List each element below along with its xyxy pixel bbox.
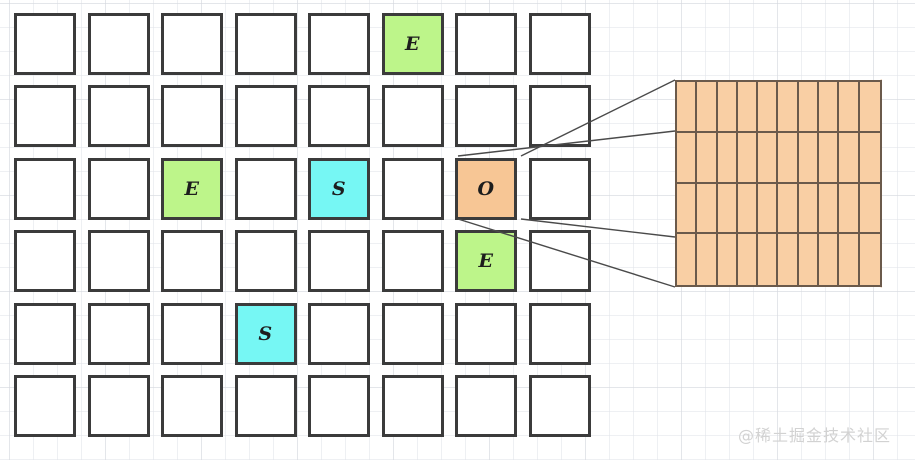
grid-cell-empty-r5c2[interactable] bbox=[161, 375, 223, 437]
zoom-subcell-r1c5 bbox=[778, 132, 799, 184]
zoom-subcell-r2c1 bbox=[697, 183, 718, 235]
grid-cell-empty-r4c0[interactable] bbox=[14, 302, 76, 365]
grid-cell-empty-r1c1[interactable] bbox=[87, 85, 150, 148]
zoom-subcell-r0c3 bbox=[737, 82, 759, 133]
grid-cell-label: S bbox=[331, 177, 347, 200]
grid-cell-empty-r5c1[interactable] bbox=[87, 375, 150, 437]
grid-cell-empty-r1c2[interactable] bbox=[161, 85, 223, 148]
grid-cell-label: O bbox=[477, 177, 495, 200]
grid-cell-empty-r2c7[interactable] bbox=[528, 157, 591, 220]
grid-cell-empty-r1c3[interactable] bbox=[234, 85, 297, 148]
zoom-subcell-r1c9 bbox=[859, 132, 880, 184]
zoom-subcell-r1c3 bbox=[737, 132, 759, 184]
grid-cell-empty-r3c7[interactable] bbox=[528, 230, 591, 293]
grid-cell-e-r0c5[interactable]: E bbox=[381, 13, 444, 75]
grid-cell-empty-r3c0[interactable] bbox=[14, 230, 76, 293]
grid-cell-empty-r0c2[interactable] bbox=[161, 13, 223, 75]
grid-cell-empty-r2c3[interactable] bbox=[234, 157, 297, 220]
grid-cell-label: E bbox=[184, 177, 200, 200]
zoom-subcell-r0c4 bbox=[758, 82, 779, 133]
grid-cell-empty-r5c4[interactable] bbox=[308, 375, 370, 437]
grid-cell-empty-r1c5[interactable] bbox=[381, 85, 444, 148]
zoom-subcell-r0c0 bbox=[677, 82, 698, 133]
zoom-subcell-r3c9 bbox=[859, 234, 880, 285]
grid-cell-empty-r5c7[interactable] bbox=[528, 375, 591, 437]
zoom-subcell-r0c8 bbox=[839, 82, 860, 133]
grid-cell-empty-r1c0[interactable] bbox=[14, 85, 76, 148]
grid-cell-empty-r0c0[interactable] bbox=[14, 13, 76, 75]
zoom-subcell-r2c8 bbox=[839, 183, 860, 235]
zoom-subcell-r1c0 bbox=[677, 132, 698, 184]
grid-cell-empty-r5c3[interactable] bbox=[234, 375, 297, 437]
grid-cell-empty-r0c6[interactable] bbox=[455, 13, 517, 75]
grid-cell-empty-r4c2[interactable] bbox=[161, 302, 223, 365]
grid-cell-empty-r1c6[interactable] bbox=[455, 85, 517, 148]
zoom-subcell-r2c5 bbox=[778, 183, 799, 235]
zoom-subcell-r2c9 bbox=[859, 183, 880, 235]
zoom-subcell-r0c1 bbox=[697, 82, 718, 133]
grid-cell-empty-r0c1[interactable] bbox=[87, 13, 150, 75]
zoom-subcell-r3c5 bbox=[778, 234, 799, 285]
zoom-subcell-r1c1 bbox=[697, 132, 718, 184]
grid-cell-o-r2c6[interactable]: O bbox=[455, 157, 517, 220]
zoom-subcell-r2c4 bbox=[758, 183, 779, 235]
zoom-subcell-r3c6 bbox=[798, 234, 820, 285]
zoom-subcell-r3c2 bbox=[717, 234, 738, 285]
zoom-subcell-r3c8 bbox=[839, 234, 860, 285]
grid-cell-empty-r2c0[interactable] bbox=[14, 157, 76, 220]
grid-cell-empty-r1c4[interactable] bbox=[308, 85, 370, 148]
grid-cell-empty-r1c7[interactable] bbox=[528, 85, 591, 148]
zoom-subcell-r1c6 bbox=[798, 132, 820, 184]
watermark-text: @稀土掘金技术社区 bbox=[737, 426, 891, 445]
grid-cell-s-r4c3[interactable]: S bbox=[234, 302, 297, 365]
grid-cell-empty-r2c5[interactable] bbox=[381, 157, 444, 220]
zoom-subcell-r3c7 bbox=[819, 234, 840, 285]
zoom-subcell-r0c6 bbox=[798, 82, 820, 133]
zoom-subcell-r0c9 bbox=[859, 82, 880, 133]
grid-cell-empty-r3c1[interactable] bbox=[87, 230, 150, 293]
grid-cell-label: E bbox=[478, 250, 494, 273]
grid-cell-label: S bbox=[258, 322, 273, 345]
grid-cell-empty-r2c1[interactable] bbox=[87, 157, 150, 220]
zoom-subcell-r2c2 bbox=[717, 183, 738, 235]
grid-cell-empty-r0c4[interactable] bbox=[308, 13, 370, 75]
zoom-subcell-r2c6 bbox=[798, 183, 820, 235]
grid-cell-empty-r4c1[interactable] bbox=[87, 302, 150, 365]
grid-cell-empty-r4c7[interactable] bbox=[528, 302, 591, 365]
zoom-subcell-r3c4 bbox=[758, 234, 779, 285]
zoom-subcell-r2c7 bbox=[819, 183, 840, 235]
zoom-subcell-r0c2 bbox=[717, 82, 738, 133]
zoom-subcell-r2c3 bbox=[737, 183, 759, 235]
zoom-subcell-r2c0 bbox=[677, 183, 698, 235]
grid-cell-empty-r4c4[interactable] bbox=[308, 302, 370, 365]
zoom-subcell-r3c3 bbox=[737, 234, 759, 285]
zoom-subcell-r0c5 bbox=[778, 82, 799, 133]
grid-cell-empty-r5c5[interactable] bbox=[381, 375, 444, 437]
grid-cell-empty-r5c0[interactable] bbox=[14, 375, 76, 437]
grid-cell-e-r3c6[interactable]: E bbox=[455, 230, 517, 293]
grid-cell-empty-r3c4[interactable] bbox=[308, 230, 370, 293]
grid-cell-empty-r0c3[interactable] bbox=[234, 13, 297, 75]
grid-cell-e-r2c2[interactable]: E bbox=[161, 157, 223, 220]
zoom-detail-panel bbox=[675, 80, 882, 287]
grid-cell-empty-r3c3[interactable] bbox=[234, 230, 297, 293]
zoom-subcell-r1c4 bbox=[758, 132, 779, 184]
grid-board: E E S O E S bbox=[14, 13, 591, 437]
grid-cell-empty-r3c5[interactable] bbox=[381, 230, 444, 293]
grid-cell-empty-r4c5[interactable] bbox=[381, 302, 444, 365]
zoom-subcell-r1c2 bbox=[717, 132, 738, 184]
zoom-subcell-r3c1 bbox=[697, 234, 718, 285]
zoom-subcell-r3c0 bbox=[677, 234, 698, 285]
grid-cell-empty-r4c6[interactable] bbox=[455, 302, 517, 365]
zoom-subcell-r1c8 bbox=[839, 132, 860, 184]
grid-cell-empty-r5c6[interactable] bbox=[455, 375, 517, 437]
zoom-subcell-r1c7 bbox=[819, 132, 840, 184]
grid-cell-empty-r3c2[interactable] bbox=[161, 230, 223, 293]
grid-cell-empty-r0c7[interactable] bbox=[528, 13, 591, 75]
zoom-subcell-r0c7 bbox=[819, 82, 840, 133]
grid-cell-s-r2c4[interactable]: S bbox=[308, 157, 370, 220]
grid-cell-label: E bbox=[405, 33, 420, 55]
